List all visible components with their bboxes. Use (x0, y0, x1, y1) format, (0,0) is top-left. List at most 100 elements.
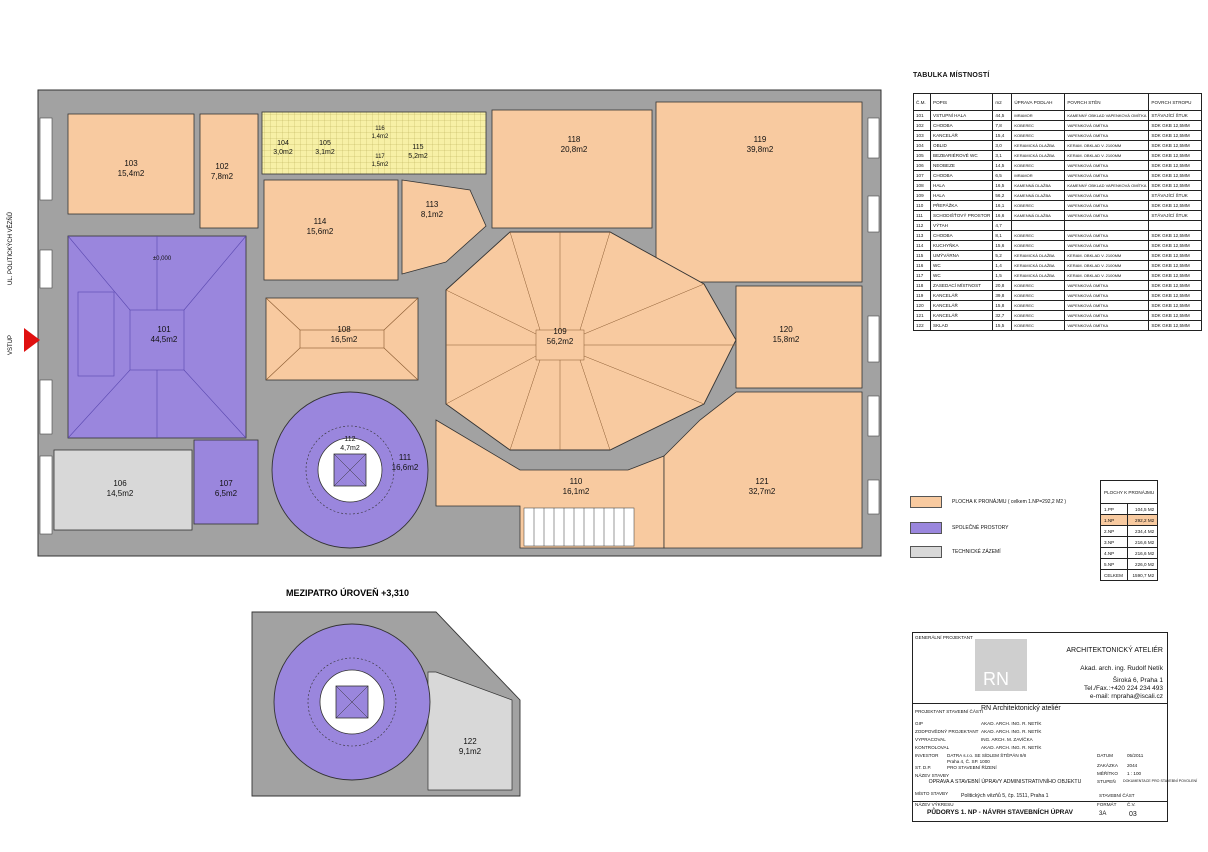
table-cell: KERAM. OBKLAD V. 2100MM (1064, 260, 1150, 271)
people-name: AKAD. ARCH. ING. R. NETÍK (981, 745, 1042, 750)
table-cell: 15,5 (992, 320, 1013, 331)
table-cell: OBLID (929, 140, 994, 151)
room-109-area: 56,2m2 (547, 337, 574, 346)
firm-email: e-mail: rnpraha@iscali.cz (1089, 693, 1163, 700)
room-115-area: 5,2m2 (408, 153, 428, 160)
room-108 (265, 297, 419, 381)
windows (39, 117, 880, 535)
firm-name: ARCHITEKTONICKÝ ATELIÉR (1066, 647, 1163, 654)
room-109-id: 109 (553, 327, 567, 336)
table-cell: 7,8 (992, 120, 1013, 131)
room-113 (401, 179, 487, 275)
people-role: ZODPOVĚDNÝ PROJEKTANT (915, 729, 979, 734)
number-label: Č.V. (1127, 802, 1136, 807)
room-121-id: 121 (755, 477, 769, 486)
table-cell: KOBEREC (1011, 280, 1066, 291)
table-cell: STÁVAJÍCÍ ŠTUK (1148, 190, 1203, 201)
table-cell: STÁVAJÍCÍ ŠTUK (1148, 110, 1203, 121)
col-header: POPIS (929, 93, 994, 111)
room-109 (445, 231, 737, 451)
table-cell: 32,7 (992, 310, 1013, 321)
entrance-arrow (24, 328, 40, 352)
table-cell: STÁVAJÍCÍ ŠTUK (1148, 210, 1203, 221)
people-role: GIP (915, 721, 923, 726)
area-cell: 4.NP (1099, 547, 1129, 559)
hall-108-pattern (265, 297, 419, 381)
area-cell: 1.PP (1099, 503, 1129, 515)
table-cell: VÝTAH (929, 220, 994, 231)
area-cell: 2.NP (1099, 525, 1129, 537)
architect-name: Akad. arch. ing. Rudolf Netík (1080, 665, 1163, 672)
place-label: MÍSTO STAVBY (915, 791, 949, 796)
area-cell: 216,6 M2 (1127, 536, 1159, 548)
table-cell: 112 (913, 220, 931, 231)
legend-technical: TECHNICKÉ ZÁZEMÍ (910, 546, 1001, 558)
room-106-id: 106 (113, 479, 127, 488)
col-header: POVRCH STĚN (1064, 93, 1150, 111)
table-cell: KAMENNÁ DLAŽBA (1011, 210, 1066, 221)
building-label: NÁZEV STAVBY (915, 773, 950, 778)
rooms (53, 101, 863, 549)
room-103 (67, 113, 195, 215)
table-cell: CHODBA (929, 120, 994, 131)
firm-phone: Tel./Fax.:+420 224 234 493 (1084, 685, 1163, 692)
meta-label: MĚŘÍTKO (1097, 771, 1118, 776)
table-cell: 101 (913, 110, 931, 121)
table-cell: KOBEREC (1011, 310, 1066, 321)
table-cell: 107 (913, 170, 931, 181)
table-cell: KOBEREC (1011, 300, 1066, 311)
legend-label: TECHNICKÉ ZÁZEMÍ (952, 549, 1001, 555)
table-cell: HALA (929, 180, 994, 191)
general-designer-label: GENERÁLNÍ PROJEKTANT (915, 635, 973, 640)
table-cell: 3,1 (992, 150, 1013, 161)
table-cell: KERAMICKÁ DLAŽBA (1011, 260, 1066, 271)
table-cell: KOBEREC (1011, 320, 1066, 331)
table-cell: 6,5 (992, 170, 1013, 181)
area-cell: CELKEM (1099, 569, 1129, 581)
table-cell: HALA (929, 190, 994, 201)
col-header: POVRCH STROPU (1148, 93, 1203, 111)
room-111-area: 16,6m2 (392, 463, 419, 472)
room-115-id: 115 (412, 144, 423, 151)
part-value: STAVEBNÍ ČÁST (1099, 793, 1135, 798)
room-121 (663, 391, 863, 549)
stage-value: PRO STAVEBNÍ ŘÍZENÍ (947, 765, 997, 770)
room-111-id: 111 (399, 453, 412, 462)
col-header: Č.M. (913, 93, 931, 111)
meta-label: STUPEŇ (1097, 779, 1116, 784)
area-cell: 3.NP (1099, 536, 1129, 548)
room-114-area: 15,6m2 (307, 227, 334, 236)
table-cell: SDK GKB 12,5MM (1148, 250, 1203, 261)
legend-swatch (910, 546, 942, 558)
table-cell: KANCELÁŘ (929, 300, 994, 311)
table-cell: 3,0 (992, 140, 1013, 151)
table-cell: SDK GKB 12,5MM (1148, 200, 1203, 211)
room-106 (53, 449, 193, 531)
table-cell: 106 (913, 160, 931, 171)
table-cell: UMÝVÁRNA (929, 250, 994, 261)
investor-value: DATRA s.r.o. SE SÍDLEM ŠTĚPÁN 9/II (947, 753, 1027, 758)
area-cell: 1.NP (1099, 514, 1129, 526)
hall-101-pattern (67, 235, 247, 439)
table-cell: SDK GKB 12,5MM (1148, 300, 1203, 311)
legend-swatch (910, 522, 942, 534)
table-cell: KOBEREC (1011, 200, 1066, 211)
room-119-id: 119 (754, 135, 767, 144)
place-value: Politických vězňů 5, čp. 1511, Praha 1 (961, 793, 1049, 799)
table-cell: KAMENNÁ DLAŽBA (1011, 190, 1066, 201)
room-116-area: 1,4m2 (372, 134, 389, 140)
entrance-label: VSTUP (8, 335, 14, 355)
area-cell: 5.NP (1099, 558, 1129, 570)
room-107 (193, 439, 259, 525)
mezzanine-title: MEZIPATRO ÚROVEŇ +3,310 (286, 587, 409, 598)
